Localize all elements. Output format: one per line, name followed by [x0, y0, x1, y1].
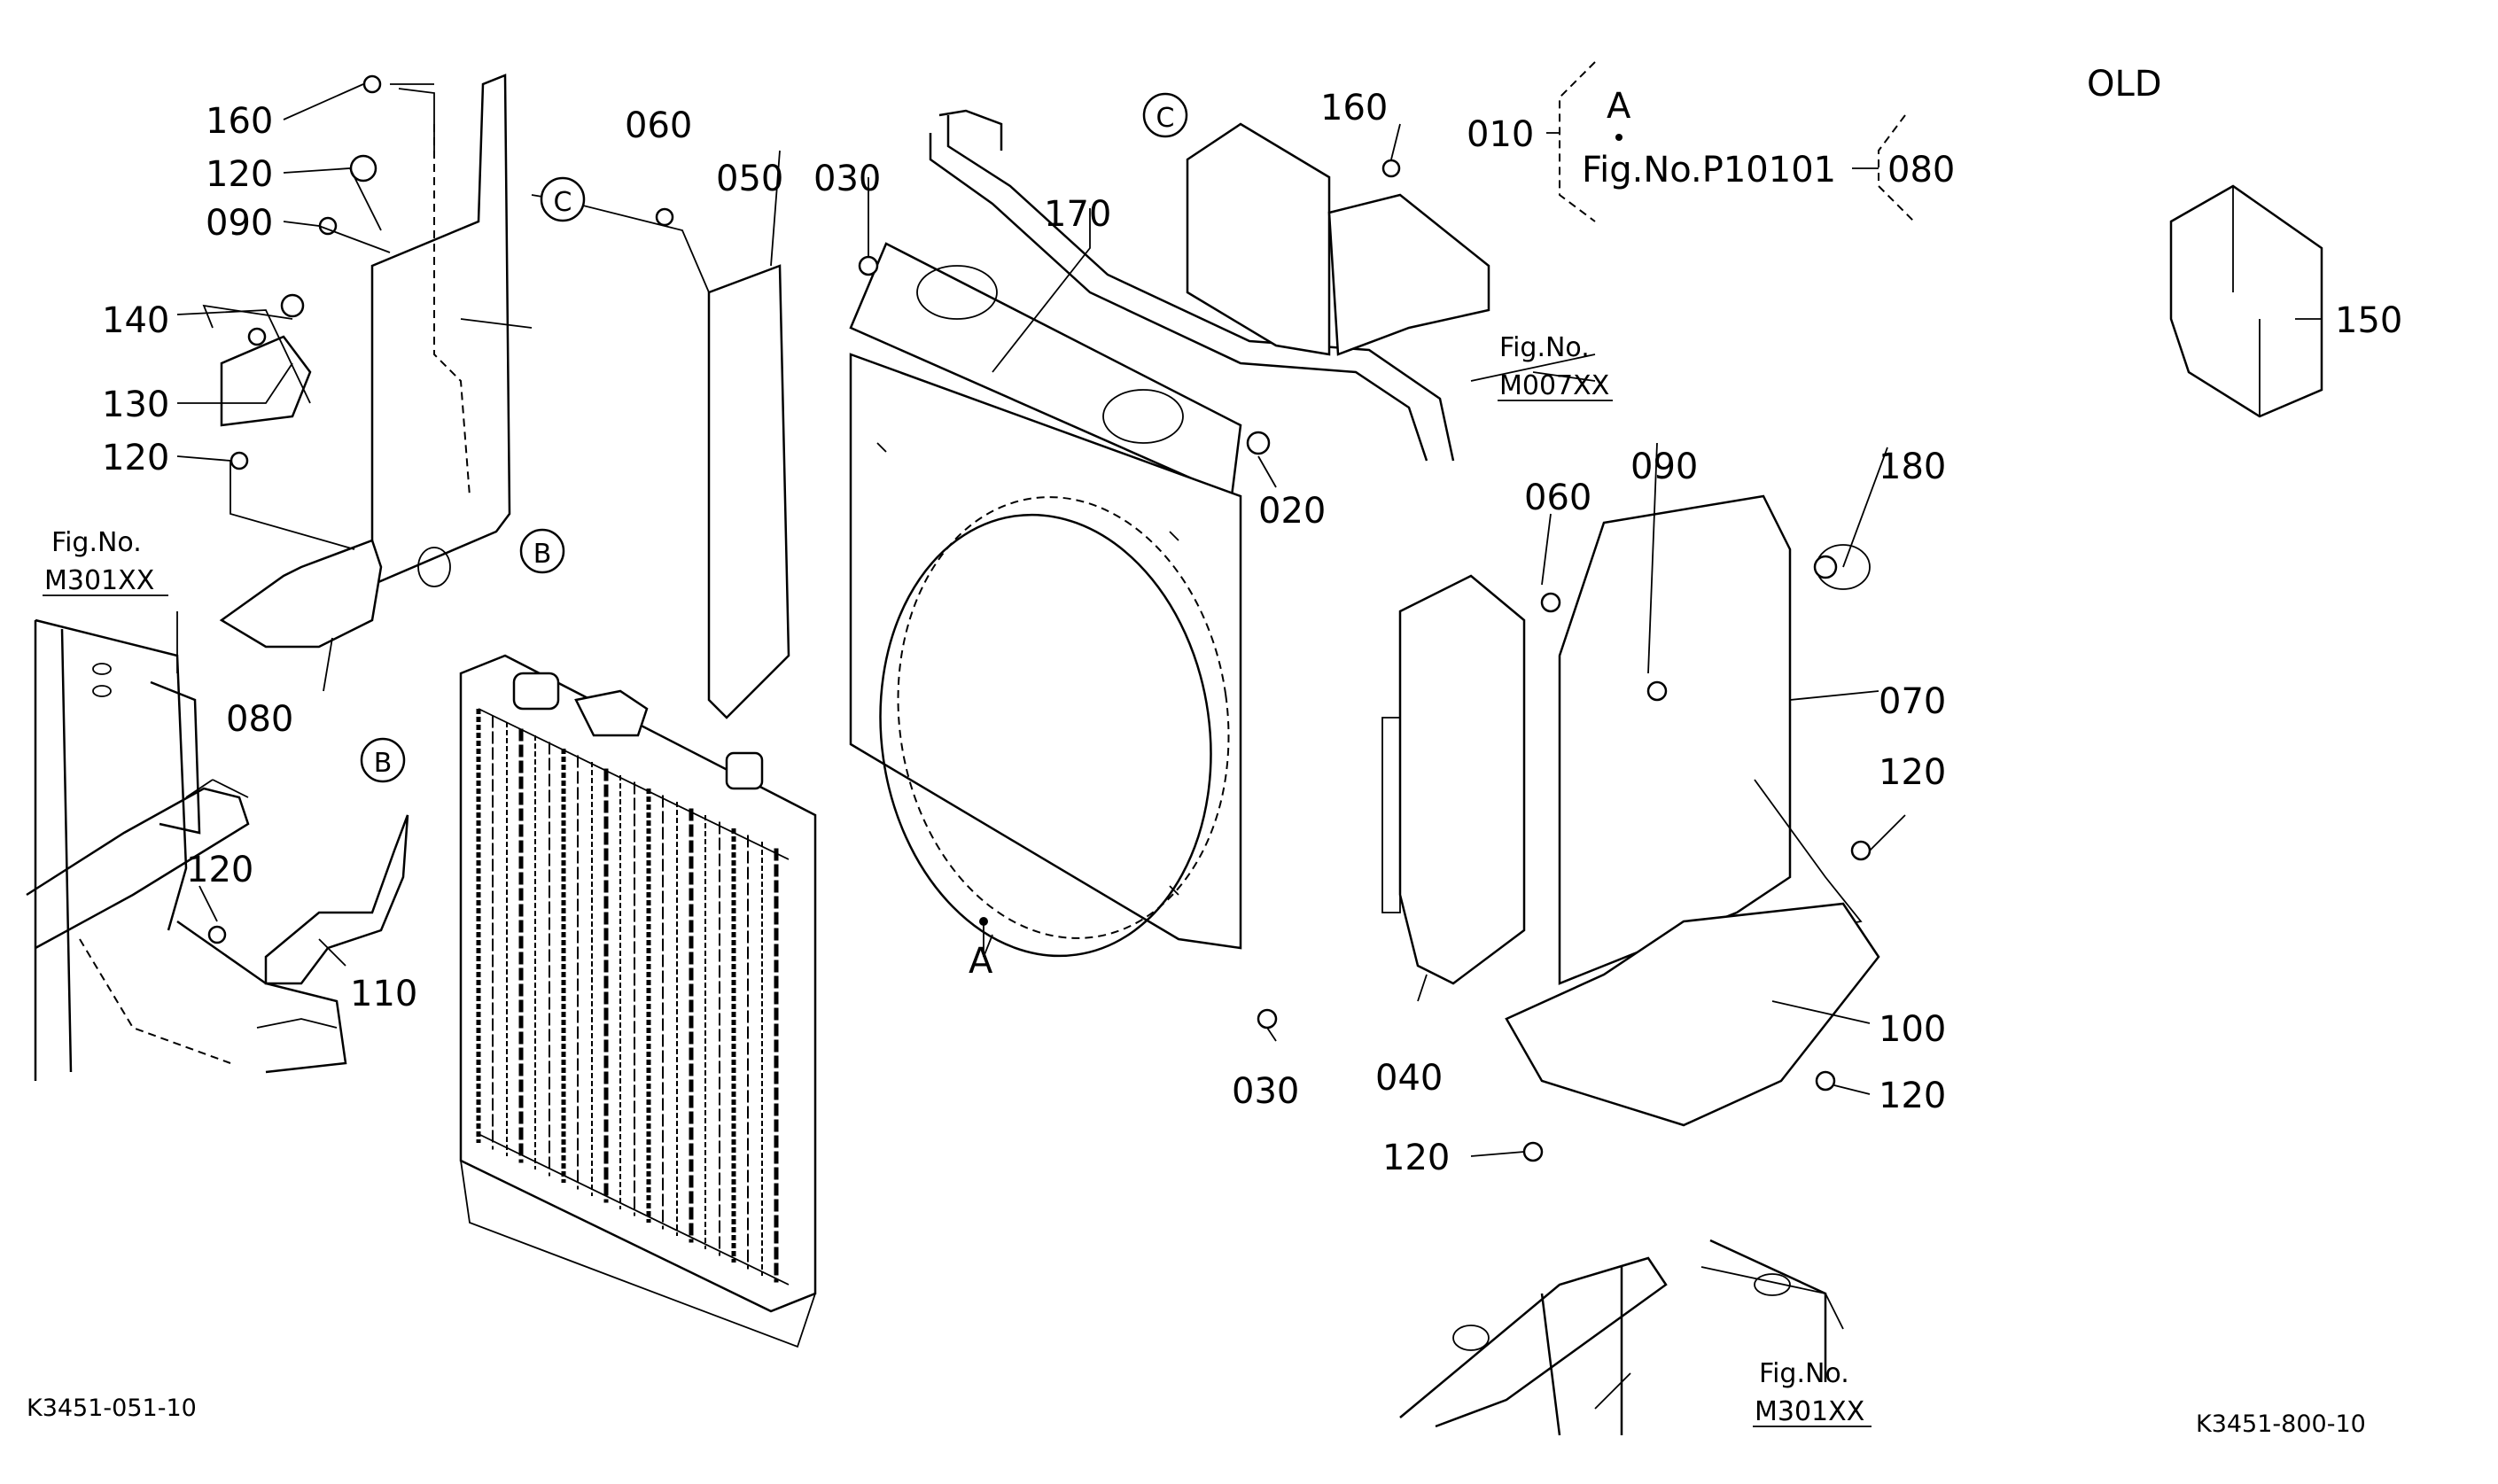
label-070: 070 [1879, 681, 1946, 722]
point-a-dot [979, 917, 988, 926]
label-fig-m301-right-line1: Fig.No. [1759, 1358, 1849, 1389]
label-010: 010 [1467, 114, 1534, 155]
label-120-top: 120 [206, 154, 273, 195]
label-120-mid: 120 [102, 438, 169, 478]
label-180: 180 [1879, 447, 1946, 487]
right-frame-structure [1399, 1239, 1844, 1436]
label-030-top: 030 [813, 159, 881, 199]
left-frame-structure [26, 618, 347, 1081]
label-110: 110 [350, 974, 417, 1014]
label-050: 050 [716, 159, 783, 199]
label-060-right: 060 [1524, 478, 1591, 518]
bracket-100 [1505, 902, 1880, 1127]
label-a-top: A [1607, 86, 1631, 127]
label-fig-m007-line1: Fig.No. [1499, 332, 1590, 363]
bracket-040 [1381, 574, 1526, 985]
radiator-core [459, 654, 817, 1348]
label-080-left: 080 [226, 699, 293, 740]
label-fig-m301-left-line1: Fig.No. [51, 527, 142, 558]
callout-b-upper-text: B [533, 539, 552, 570]
callout-c-left [540, 176, 586, 222]
old-part-150 [2169, 184, 2323, 418]
callout-b-lower-text: B [374, 748, 393, 779]
label-old: OLD [2087, 64, 2162, 105]
label-030-bottom: 030 [1232, 1071, 1299, 1112]
callout-b-upper [519, 528, 565, 574]
label-140: 140 [102, 300, 169, 341]
label-120-lower-left: 120 [186, 850, 253, 890]
label-fig-m007-line2: M007XX [1499, 370, 1609, 401]
callout-b-lower [360, 737, 406, 783]
overflow-pipe [929, 109, 1455, 462]
bracket-050 [707, 264, 790, 719]
label-100: 100 [1879, 1009, 1946, 1050]
label-150: 150 [2335, 300, 2402, 341]
label-120-right-top: 120 [1879, 752, 1946, 793]
assembly-bracket-010-080 [1546, 61, 1915, 222]
label-120-right-low: 120 [1382, 1138, 1450, 1178]
drawing-code-right: K3451-800-10 [2196, 1410, 2366, 1438]
label-160-left: 160 [206, 101, 273, 142]
label-160-top: 160 [1320, 88, 1388, 128]
bolts [207, 74, 1872, 1162]
label-020: 020 [1258, 491, 1326, 532]
bracket-070 [1558, 494, 1871, 985]
label-fig-p10101: Fig.No.P10101 [1582, 150, 1836, 190]
callout-c-top [1142, 92, 1188, 138]
label-a-bottom: A [969, 941, 993, 982]
label-fig-m301-left-line2: M301XX [44, 565, 154, 596]
label-120-right-mid: 120 [1879, 1076, 1946, 1116]
radiator-fins [476, 709, 779, 1283]
label-170: 170 [1044, 194, 1111, 235]
callout-circles: C C B B [360, 92, 1188, 783]
label-130: 130 [102, 385, 169, 425]
label-080-top: 080 [1887, 150, 1955, 190]
top-cover-c [1186, 122, 1490, 356]
label-040: 040 [1375, 1058, 1443, 1099]
label-060-left: 060 [625, 105, 692, 146]
label-090-left: 090 [206, 203, 273, 244]
callout-c-top-text: C [1156, 103, 1175, 134]
fan-shroud [849, 242, 1242, 958]
label-090-right: 090 [1630, 447, 1698, 487]
drawing-code-left: K3451-051-10 [27, 1395, 197, 1422]
part-labels: 160 120 090 140 130 120 080 120 110 060 … [43, 64, 2402, 1427]
left-bracket-lower-110 [256, 814, 409, 1029]
label-fig-m301-right-line2: M301XX [1755, 1396, 1864, 1427]
callout-c-left-text: C [554, 187, 572, 218]
